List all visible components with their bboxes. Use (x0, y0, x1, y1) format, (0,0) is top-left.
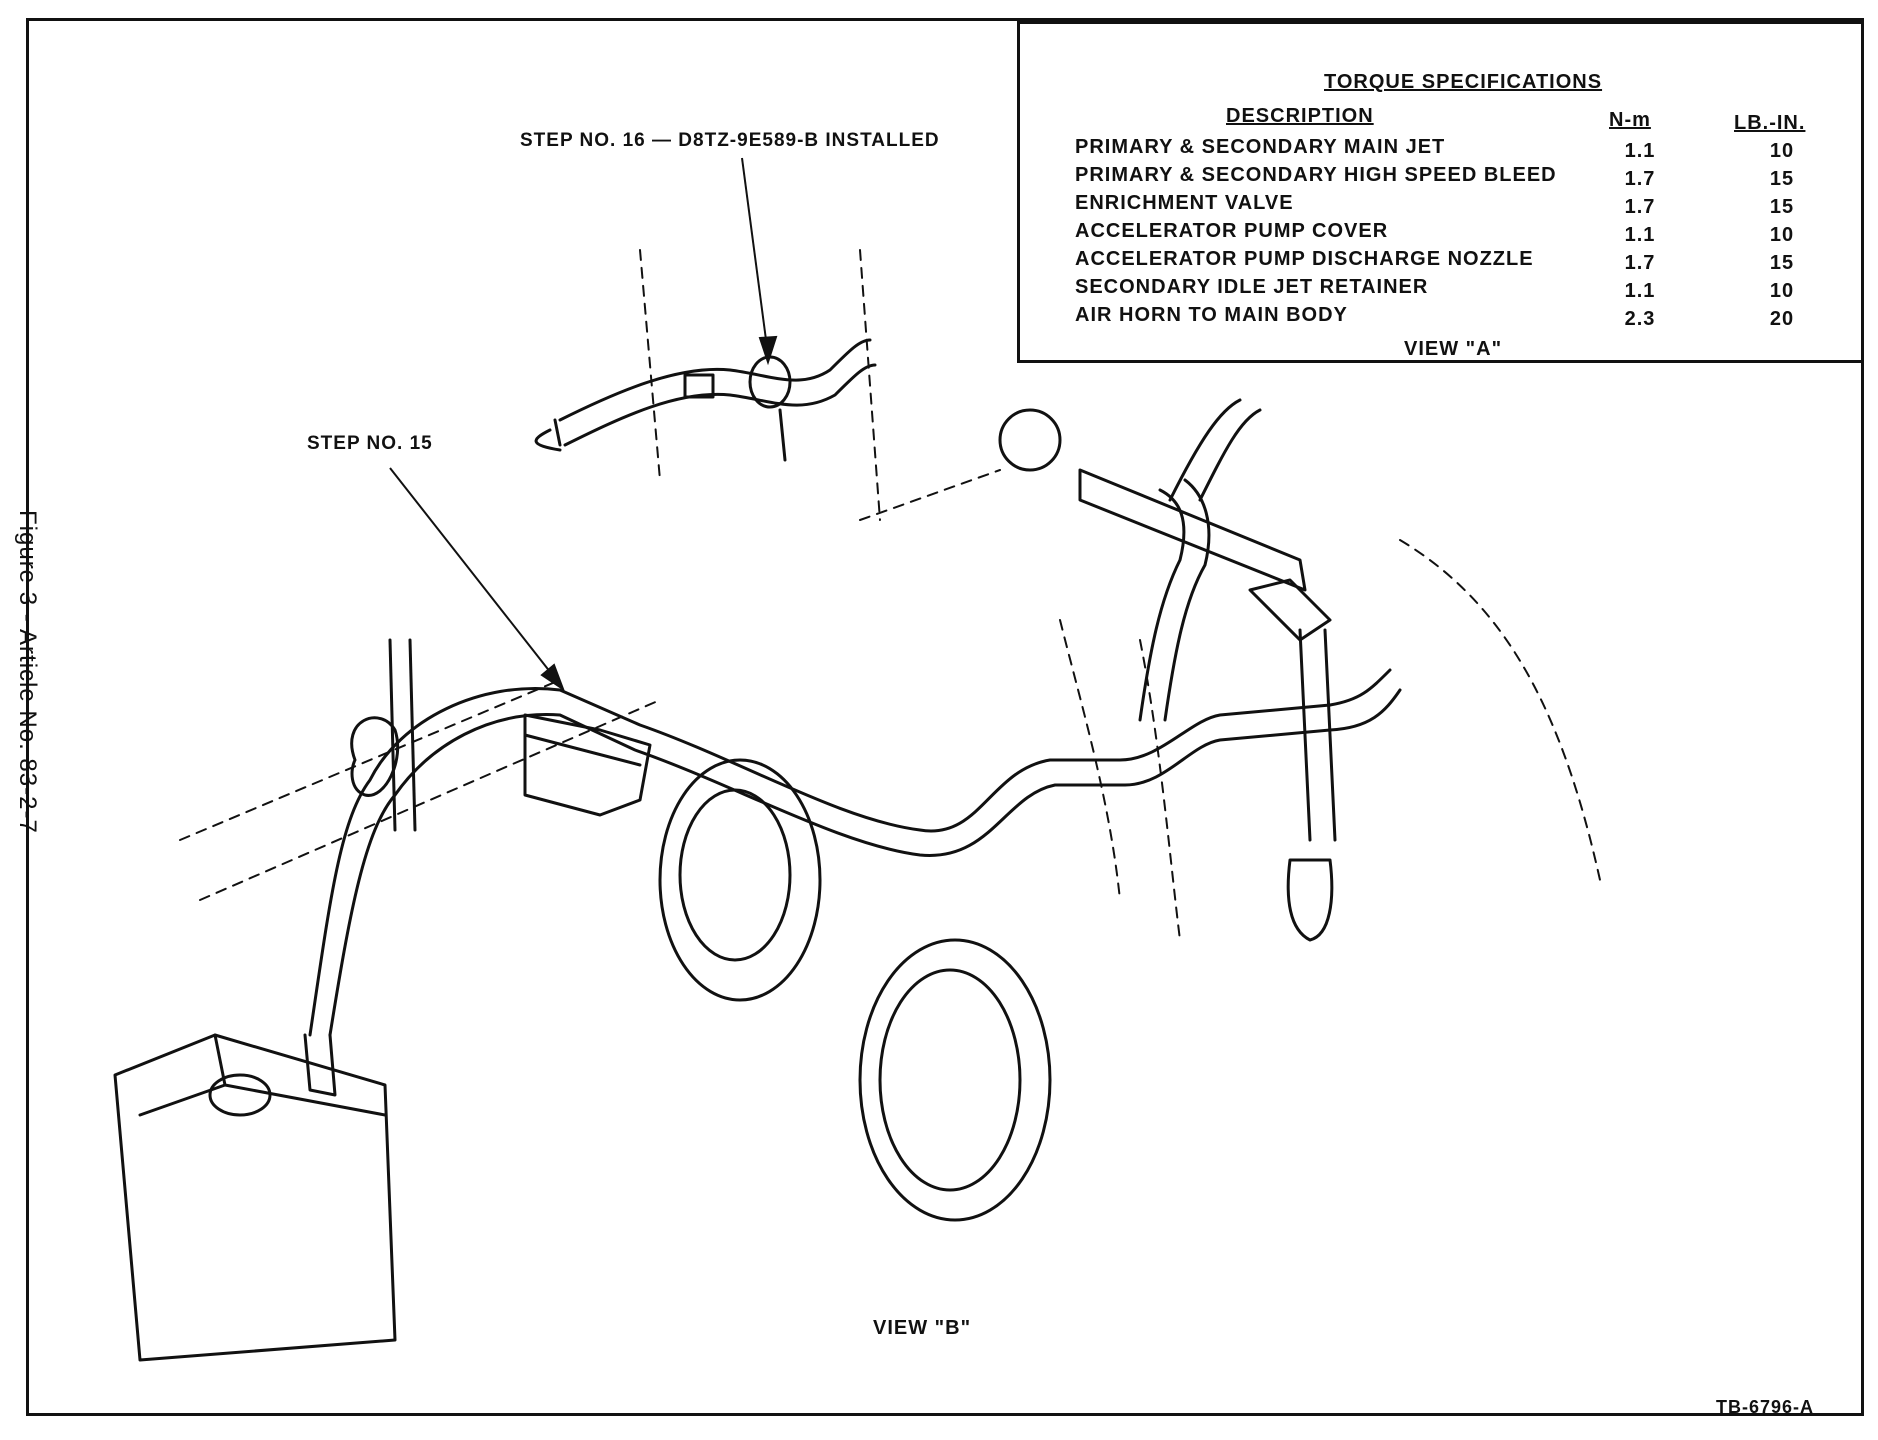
description-header: DESCRIPTION (1226, 105, 1374, 127)
view-a-label: VIEW "A" (1404, 338, 1503, 360)
torque-description: PRIMARY & SECONDARY HIGH SPEED BLEED (1075, 164, 1557, 186)
torque-description: ENRICHMENT VALVE (1075, 192, 1294, 214)
torque-lbin: 10 (1769, 140, 1795, 162)
view-b-label: VIEW "B" (873, 1317, 972, 1339)
torque-lbin: 15 (1769, 196, 1795, 218)
torque-description: AIR HORN TO MAIN BODY (1075, 304, 1348, 326)
torque-row: PRIMARY & SECONDARY HIGH SPEED BLEED 1.7 1… (1075, 164, 1835, 192)
torque-spec-table: TORQUE SPECIFICATIONS DESCRIPTION N-m LB… (1017, 21, 1861, 363)
step-15-callout: STEP NO. 15 (307, 433, 433, 454)
side-figure-caption: Figure 3 - Article No. 83-2-7 (13, 510, 43, 1010)
torque-lbin: 20 (1769, 308, 1795, 330)
torque-nm: 2.3 (1624, 308, 1656, 330)
crank-pulley (658, 758, 1052, 1222)
torque-nm: 1.7 (1624, 252, 1656, 274)
torque-lbin: 15 (1769, 168, 1795, 190)
torque-description: SECONDARY IDLE JET RETAINER (1075, 276, 1429, 298)
torque-row: ACCELERATOR PUMP COVER 1.1 10 (1075, 220, 1835, 248)
vapor-canister (113, 1033, 397, 1362)
torque-nm: 1.7 (1624, 168, 1656, 190)
engine-block (179, 249, 1601, 941)
torque-nm: 1.1 (1624, 140, 1656, 162)
torque-lbin: 10 (1769, 224, 1795, 246)
hose-assembly (308, 398, 1402, 1037)
lbin-header: LB.-IN. (1734, 112, 1806, 134)
torque-table-title: TORQUE SPECIFICATIONS (1324, 71, 1603, 93)
torque-row: PRIMARY & SECONDARY MAIN JET 1.1 10 (1075, 136, 1835, 164)
torque-row: AIR HORN TO MAIN BODY 2.3 20 (1075, 304, 1835, 332)
drawing-border (26, 18, 1864, 1416)
torque-description: ACCELERATOR PUMP COVER (1075, 220, 1389, 242)
figure-number: TB-6796-A (1716, 1397, 1815, 1417)
upper-hose-connection (534, 338, 877, 462)
torque-lbin: 10 (1769, 280, 1795, 302)
step-16-callout: STEP NO. 16 — D8TZ-9E589-B INSTALLED (520, 130, 940, 151)
torque-description: ACCELERATOR PUMP DISCHARGE NOZZLE (1075, 248, 1534, 270)
torque-row: ENRICHMENT VALVE 1.7 15 (1075, 192, 1835, 220)
leader-lines (389, 157, 778, 692)
torque-row: ACCELERATOR PUMP DISCHARGE NOZZLE 1.7 15 (1075, 248, 1835, 276)
nm-header: N-m (1609, 109, 1651, 131)
torque-nm: 1.1 (1624, 280, 1656, 302)
torque-row: SECONDARY IDLE JET RETAINER 1.1 10 (1075, 276, 1835, 304)
torque-lbin: 15 (1769, 252, 1795, 274)
torque-nm: 1.1 (1624, 224, 1656, 246)
side-caption-text: Figure 3 - Article No. 83-2-7 (14, 510, 41, 834)
torque-description: PRIMARY & SECONDARY MAIN JET (1075, 136, 1446, 158)
torque-nm: 1.7 (1624, 196, 1656, 218)
